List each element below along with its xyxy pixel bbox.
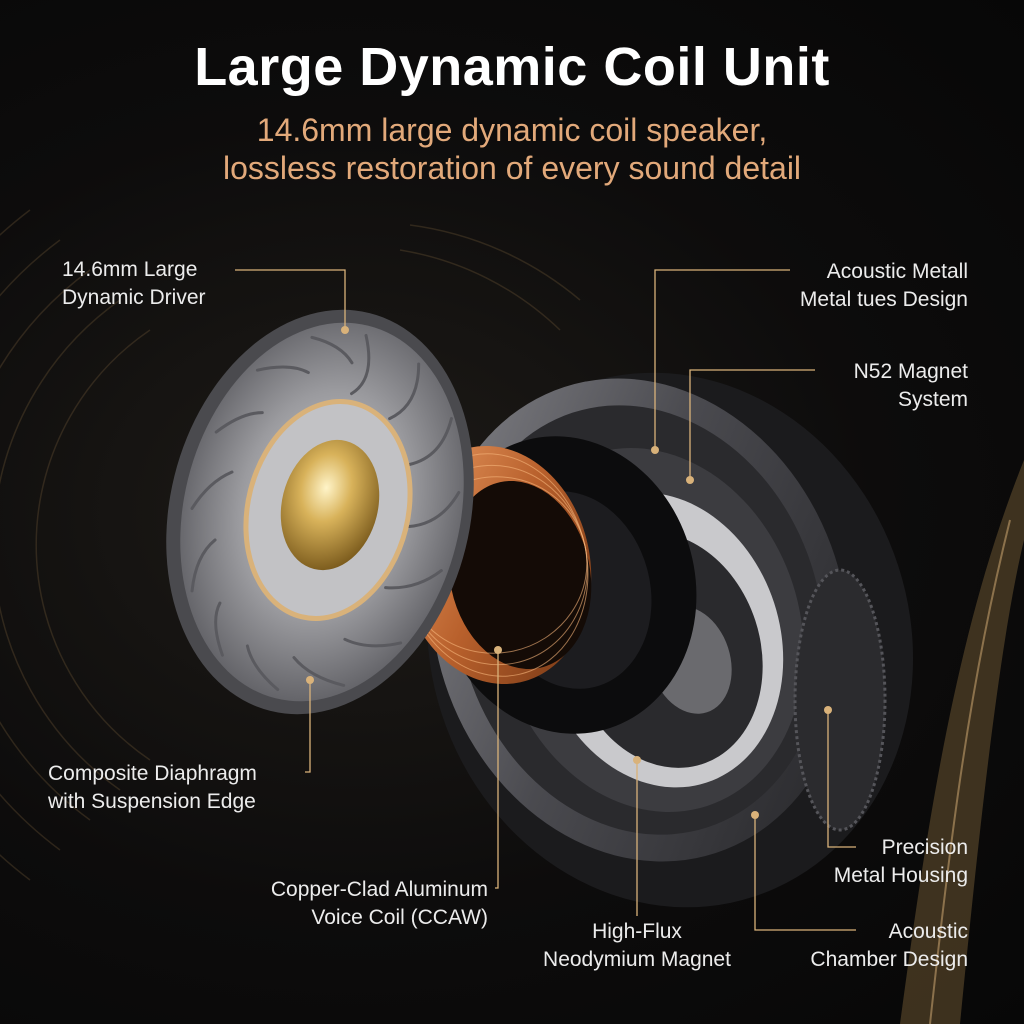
callout-line-2: Neodymium Magnet	[543, 948, 731, 971]
callout-line-2: with Suspension Edge	[48, 790, 256, 813]
callout-dots	[306, 326, 832, 819]
callout-dot	[341, 326, 349, 334]
callout-line-2: System	[897, 388, 968, 411]
callout-line-1: Copper-Clad Aluminum	[270, 878, 488, 901]
callout-line-1: Acoustic	[888, 920, 968, 943]
callout-line-1: High-Flux	[592, 920, 682, 943]
callout-line-1: Precision	[881, 836, 968, 859]
callout-line-1: N52 Magnet	[853, 360, 968, 383]
callout-acoustic-metal: Acoustic Metall Metal tues Design	[800, 258, 968, 314]
callout-line-2: Dynamic Driver	[62, 286, 206, 309]
callout-dot	[686, 476, 694, 484]
callout-line-1: 14.6mm Large	[62, 258, 198, 281]
callout-dot	[824, 706, 832, 714]
callout-dot	[751, 811, 759, 819]
subtitle-line-2: lossless restoration of every sound deta…	[222, 150, 802, 186]
page-title: Large Dynamic Coil Unit	[194, 37, 830, 97]
callout-metal-housing: Precision Metal Housing	[834, 834, 968, 890]
callout-line-1: Acoustic Metall	[826, 260, 968, 283]
subtitle-line-1: 14.6mm large dynamic coil speaker,	[256, 112, 768, 148]
callout-voice-coil: Copper-Clad Aluminum Voice Coil (CCAW)	[271, 876, 488, 932]
composite-diaphragm	[166, 309, 474, 715]
callout-line-2: Chamber Design	[810, 948, 968, 971]
callout-dynamic-driver: 14.6mm Large Dynamic Driver	[62, 256, 206, 312]
callout-dot	[633, 756, 641, 764]
callout-line-2: Metal Housing	[833, 864, 968, 887]
callout-line-2: Metal tues Design	[799, 288, 968, 311]
callout-dot	[494, 646, 502, 654]
callout-acoustic-chamber: Acoustic Chamber Design	[810, 918, 968, 974]
callout-leader-lines	[235, 269, 856, 931]
callout-magnet-system: N52 Magnet System	[854, 358, 968, 414]
callout-neodymium-magnet: High-Flux Neodymium Magnet	[517, 918, 757, 974]
callout-dot	[651, 446, 659, 454]
sound-wave-decoration	[0, 209, 581, 881]
callout-line-1: Composite Diaphragm	[48, 762, 257, 785]
callout-dot	[306, 676, 314, 684]
callout-diaphragm: Composite Diaphragm with Suspension Edge	[48, 760, 257, 816]
callout-line-2: Voice Coil (CCAW)	[311, 906, 488, 929]
gold-light-streak	[900, 460, 1024, 1024]
